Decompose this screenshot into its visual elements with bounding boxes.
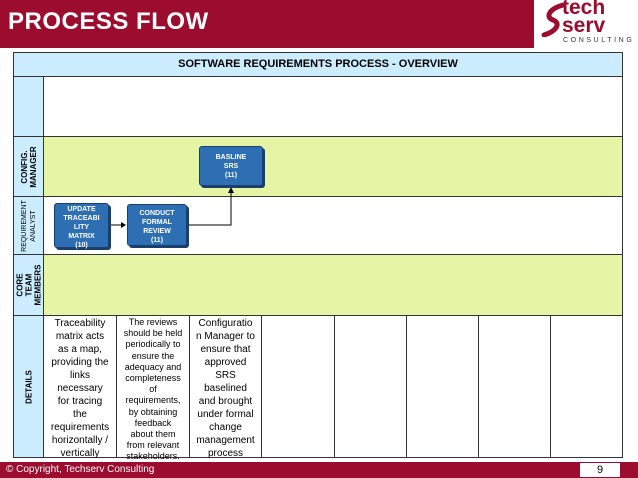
detail-text: Traceability matrix acts as a map, provi… [50,318,110,459]
node-conduct-formal-review[interactable]: CONDUCT FORMAL REVIEW (11) [127,204,187,246]
node-update-traceability-matrix[interactable]: UPDATE TRACEABI LITY MATRIX (10) [54,203,109,249]
detail-cell [407,316,479,458]
diagram-title-bar: SOFTWARE REQUIREMENTS PROCESS - OVERVIEW [14,53,622,77]
copyright-text: © Copyright, Techserv Consulting [6,464,155,475]
arrowhead-review [121,222,126,228]
detail-text: Configuratio n Manager to ensure that ap… [196,318,255,459]
page-number: 9 [580,463,620,477]
lane-blank [44,77,622,137]
detail-cell [479,316,551,458]
diagram-title: SOFTWARE REQUIREMENTS PROCESS - OVERVIEW [178,58,458,70]
lane-config-manager [44,137,622,197]
detail-cell [335,316,407,458]
logo-text-tech: tech [562,0,606,19]
lane-label-details: DETAILS [14,316,44,457]
detail-cell: The reviews should be held periodically … [117,316,190,461]
lane-label-blank [14,77,44,137]
header-bar [0,0,638,48]
logo-swoosh-icon [541,3,566,37]
footer-bar: © Copyright, Techserv Consulting [0,462,638,478]
detail-cell [551,316,622,458]
page-title: PROCESS FLOW [8,8,209,35]
node-label: BASLINE SRS (11) [215,154,247,179]
connector-review-to-baseline [188,193,232,226]
logo-text-serv: serv [562,14,606,37]
detail-cell [262,316,335,458]
node-basline-srs[interactable]: BASLINE SRS (11) [199,146,263,186]
detail-text: The reviews should be held periodically … [123,317,183,462]
lane-core-team [44,255,622,316]
logo-text-consulting: CONSULTING [563,37,635,44]
arrowhead-baseline [228,187,234,193]
lane-label-requirement-analyst: REQUIREMENT ANALYST [14,197,44,255]
diagram-frame [13,52,623,458]
node-label: UPDATE TRACEABI LITY MATRIX (10) [63,206,100,249]
detail-cell: Traceability matrix acts as a map, provi… [44,316,117,459]
lane-label-core-team: CORE TEAM MEMBERS [14,255,44,316]
lane-label-config-manager: CONFIG. MANAGER [14,137,44,197]
detail-cell: Configuratio n Manager to ensure that ap… [190,316,262,459]
node-label: CONDUCT FORMAL REVIEW (11) [139,210,175,244]
